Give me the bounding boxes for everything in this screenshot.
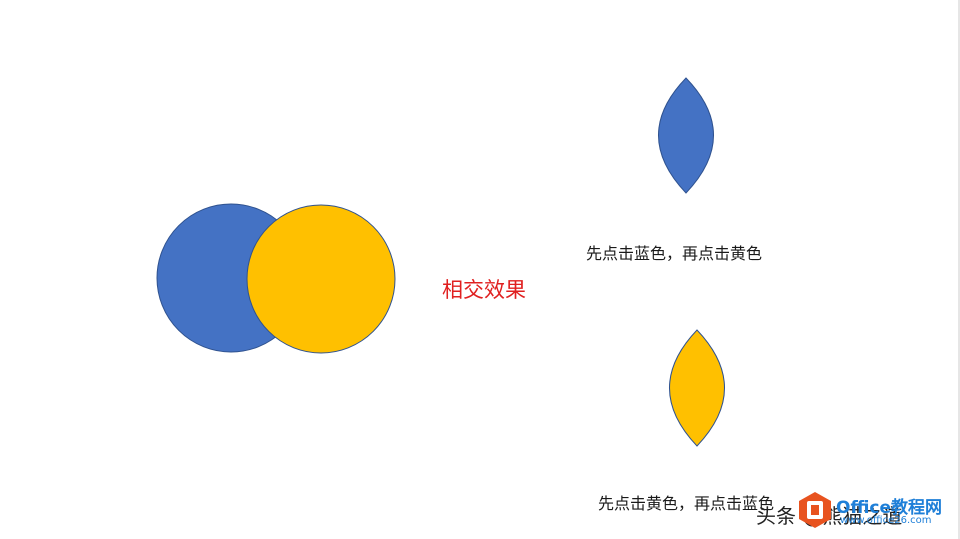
watermark-brand: Office教程网 [836, 498, 943, 518]
yellow-circle[interactable] [246, 204, 396, 354]
watermark-url: www.office26.com [840, 515, 932, 526]
yellow-intersection-lens[interactable] [669, 329, 725, 447]
caption-yellow-then-blue: 先点击黄色，再点击蓝色 [598, 494, 775, 513]
office-logo-icon [799, 492, 831, 528]
caption-blue-then-yellow: 先点击蓝色，再点击黄色 [586, 244, 763, 263]
blue-intersection-lens[interactable] [658, 77, 714, 194]
intersect-effect-title: 相交效果 [442, 278, 526, 302]
slide-right-edge [958, 0, 960, 539]
